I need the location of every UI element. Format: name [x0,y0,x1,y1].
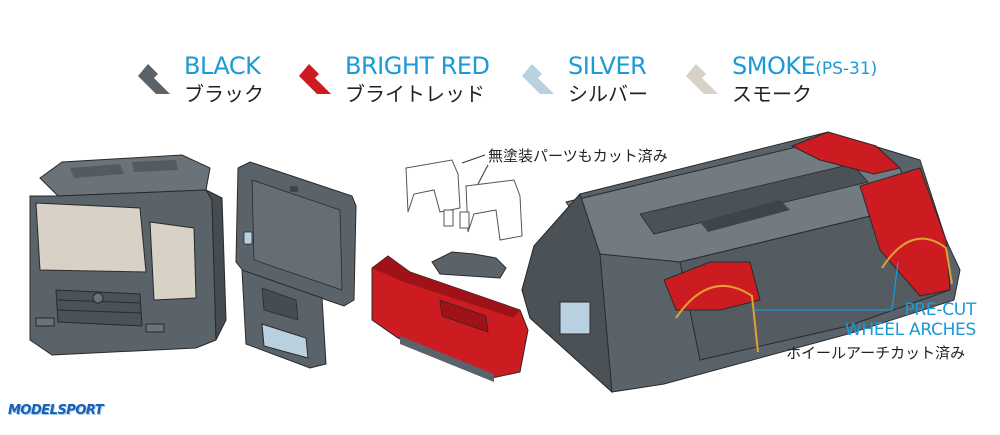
cab-side-window [149,221,197,301]
paint-swatch-black-icon [138,64,170,94]
bumper-top-edge [372,256,520,318]
chassis-frame [639,163,869,235]
rear-panel-clip-top [290,186,298,192]
modelsport-watermark: MODELSPORT [8,403,104,418]
lower-panel [241,269,327,369]
wheel-arches-callout-en-line1: PRE-CUT [904,300,976,320]
paint-swatch-smoke-icon [686,64,718,94]
legend-name-en: BRIGHT RED [345,52,490,80]
swatch-shape [138,64,170,94]
legend-paint-code: (PS-31) [815,59,878,79]
chassis-silver-plate [559,301,591,335]
lower-panel-part [261,287,299,321]
cab-rear-panel [235,161,357,307]
grille-bar [57,309,142,314]
bumper-bracket [431,251,507,279]
legend-label-bright-red-jp: ブライトレッド [345,82,485,106]
legend-label-black-en: BLACK [184,52,261,80]
cab-side [204,188,227,341]
cab-grille [55,289,143,327]
rear-panel-inner [251,179,343,291]
legend-label-smoke-en: SMOKE(PS-31) [732,52,877,83]
chassis-red-top-fender [790,131,902,175]
chassis-red-rear-fender [859,167,951,297]
color-legend: BLACK ブラック BRIGHT RED ブライトレッド SILVER シルバ… [0,52,1000,112]
swatch-shape [686,64,718,94]
chassis-body [521,131,961,394]
legend-name-en: SMOKE [732,52,816,80]
bumper-grey-lip [400,336,494,382]
chassis-red-front-fender [663,261,761,311]
chassis-front-face [521,193,613,394]
chassis-frame-detail [700,200,790,232]
cab-roof [39,154,211,197]
wheel-arch-cut-rear [881,237,953,285]
silver-part [261,323,309,359]
red-front-bumper [371,255,529,382]
clear-part-1 [405,159,461,213]
cab-roof-vent [132,160,178,172]
cab-windshield [35,202,147,273]
wheel-arches-callout-en-line2: WHEEL ARCHES [844,320,976,340]
clear-part-2 [465,179,523,241]
wheel-arch-leader [891,261,899,311]
cab-headlight-left [35,317,55,327]
clear-part-small-2 [459,211,470,229]
wheel-arches-callout-jp: ホイールアーチカット済み [786,344,966,362]
swatch-shape [299,64,331,94]
unpainted-parts [405,154,523,241]
paint-swatch-silver-icon [522,64,554,94]
bracket-shape [431,251,507,279]
clear-part-small-1 [443,209,454,227]
legend-label-silver-jp: シルバー [568,82,648,106]
paint-swatch-red-icon [299,64,331,94]
bumper-vent [439,299,489,333]
unpainted-parts-callout: 無塗装パーツもカット済み [488,147,668,165]
legend-name-en: BLACK [184,52,261,80]
legend-label-smoke-jp: スモーク [732,82,812,106]
legend-name-en: SILVER [568,52,647,80]
cab-roof-detail [70,164,124,178]
swatch-shape [522,64,554,94]
wheel-arch-cut-front [675,284,759,353]
callout-leader-line [477,164,489,185]
cab-body [29,154,227,356]
cab-headlight-right [145,323,165,333]
legend-label-black-jp: ブラック [184,82,264,106]
callout-leader-line [461,154,486,164]
rear-panel-clip [243,231,253,245]
cab-emblem [92,292,104,304]
legend-label-bright-red-en: BRIGHT RED [345,52,490,80]
legend-label-silver-en: SILVER [568,52,647,80]
